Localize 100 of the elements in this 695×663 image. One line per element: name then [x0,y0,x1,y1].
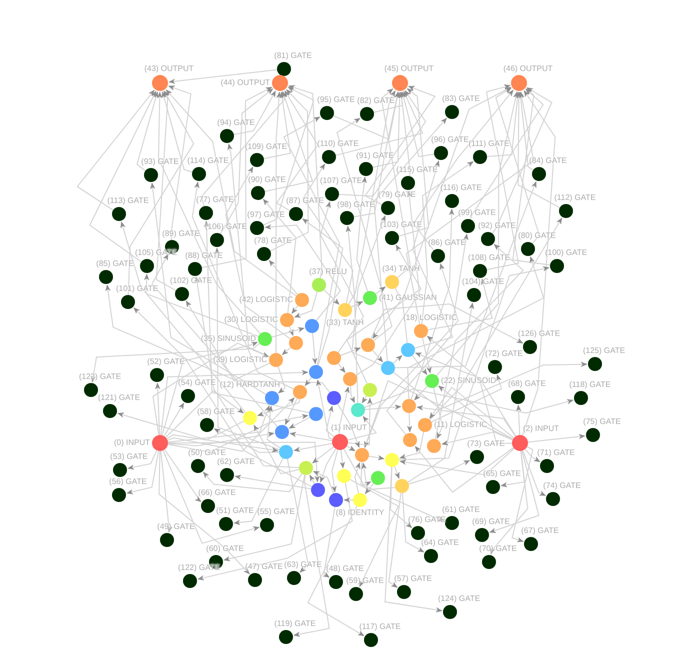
arrow [257,398,300,416]
node-dot [144,168,158,182]
arrow [346,244,422,384]
node-label: (75) GATE [583,417,621,427]
arrow [105,284,270,380]
node-dot [188,262,202,276]
node-label: (85) GATE [96,259,134,269]
node-dot [397,585,411,599]
arrow [470,88,544,220]
arrow [362,462,396,490]
node-dot [269,353,283,367]
node-dot [311,483,325,497]
node-label: (90) GATE [248,175,286,185]
arrow [262,86,314,226]
node-dot [414,324,428,338]
node-dot [461,219,475,233]
node-dot [210,233,224,247]
arrow [289,432,333,442]
arrow [486,92,520,157]
node-dot [467,288,481,302]
node-label: (99) GATE [458,208,496,218]
node-label: (97) GATE [247,210,285,220]
node-label: (46) OUTPUT [503,64,553,74]
node-label: (113) GATE [107,196,149,206]
node-dot [355,448,369,462]
arrow [340,347,361,356]
node-dot [445,194,459,208]
arrow [512,446,534,542]
arrow [168,432,275,446]
node-dot [265,391,279,405]
node-label: (83) GATE [442,94,480,104]
node-dot [343,372,357,386]
node-dot [279,630,293,644]
node-dot [191,459,205,473]
arrow [394,181,537,368]
node-dot [99,270,113,284]
node-dot [401,343,415,357]
arrow [152,342,270,436]
node-dot [200,418,214,432]
node-dot [353,493,367,507]
node-label: (82) GATE [357,96,395,106]
node-dot [445,105,459,119]
node-dot [305,319,319,333]
arrow [166,89,297,296]
node-label: (60) GATE [206,544,244,554]
node-label: (67) GATE [521,526,559,536]
arrow [492,87,552,234]
arrow [407,256,544,400]
arrow [270,89,309,252]
node-dot [385,231,399,245]
node-label: (18) LOGISTIC [403,313,457,323]
node-dot [299,461,313,475]
arrow [76,90,155,211]
node-dot [309,407,323,421]
arrow [350,478,399,588]
node-dot [260,518,274,532]
arrow [283,116,340,366]
arrow [309,474,316,484]
node-dot [411,526,425,540]
arrow [421,161,474,324]
node-dot [121,295,135,309]
node-label: (35) SINUSOID [200,334,256,344]
arrow [150,182,266,395]
node-label: (65) GATE [483,469,521,479]
node-dot [258,332,272,346]
arrow [429,217,562,420]
node-dot [511,75,527,91]
arrow [234,458,284,525]
arrow [364,404,402,410]
node-dot [574,391,588,405]
node-label: (54) GATE [178,378,216,388]
node-dot [277,62,291,76]
arrow [155,382,160,436]
arrow [522,90,556,436]
node-dot [392,75,408,91]
node-dot [586,428,600,442]
arrow [347,416,377,440]
arrow [302,163,354,304]
arrow [344,497,354,503]
node-dot [470,450,484,464]
arrow [399,448,515,476]
node-label: (94) GATE [217,118,255,128]
node-label: (22) SINUSOID [441,376,496,386]
arrow [288,85,322,279]
arrow [340,449,345,469]
node-label: (61) GATE [442,505,480,515]
node-dot [112,488,126,502]
node-dot [431,249,445,263]
arrow [412,355,428,376]
arrow [407,412,412,432]
node-dot [511,390,525,404]
node-label: (56) GATE [109,477,147,487]
node-dot [84,383,98,397]
arrow [201,86,272,268]
arrow [430,374,502,422]
node-label: (72) GATE [485,349,523,359]
arrow [316,379,333,440]
node-label: (116) GATE [440,183,482,193]
node-label: (110) GATE [317,139,359,149]
node-dot [243,411,257,425]
